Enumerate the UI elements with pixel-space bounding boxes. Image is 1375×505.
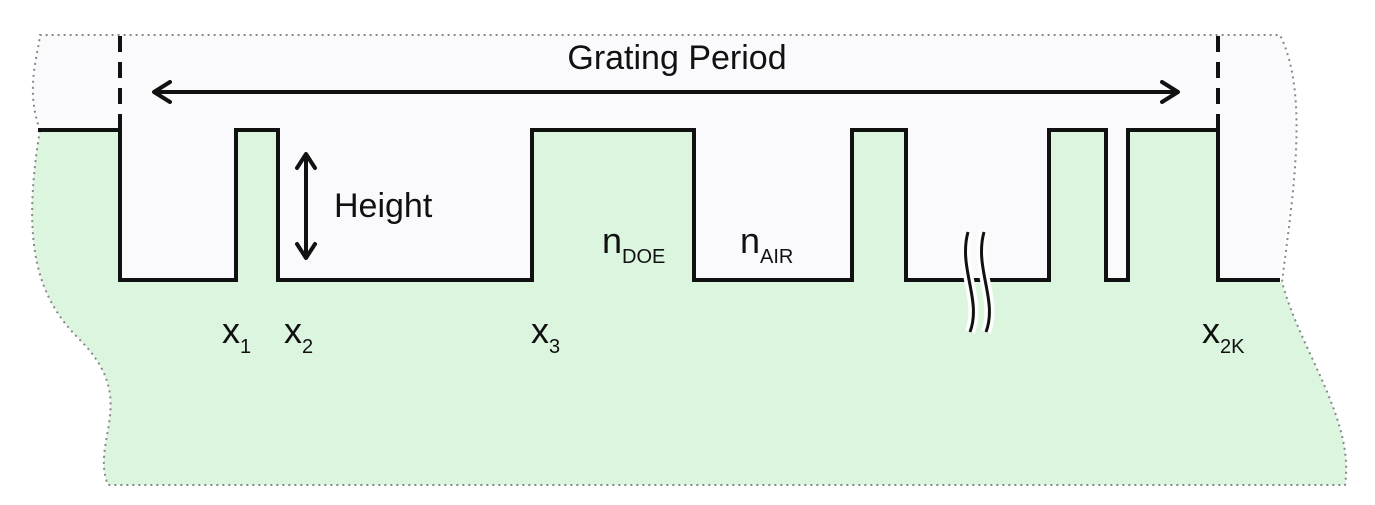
dotted-border xyxy=(31,34,1348,486)
grating-profile xyxy=(38,128,1280,282)
n-air-label: nAIR xyxy=(740,220,793,268)
x1-label: x1 xyxy=(222,310,251,358)
grating-teeth xyxy=(236,130,1218,282)
period-arrow xyxy=(152,80,1180,104)
n-doe-base: n xyxy=(602,220,622,261)
material-region xyxy=(32,130,1347,485)
n-air-sub: AIR xyxy=(760,246,793,268)
x2k-label: x2K xyxy=(1202,310,1245,358)
n-doe-sub: DOE xyxy=(622,246,665,268)
x3-label: x3 xyxy=(531,310,560,358)
height-arrow xyxy=(295,152,317,260)
height-label: Height xyxy=(334,187,433,225)
break-symbol-lines xyxy=(963,231,991,333)
grating-period-label: Grating Period xyxy=(567,39,786,77)
n-doe-label: nDOE xyxy=(602,220,665,268)
x2-label: x2 xyxy=(284,310,313,358)
n-air-base: n xyxy=(740,220,760,261)
